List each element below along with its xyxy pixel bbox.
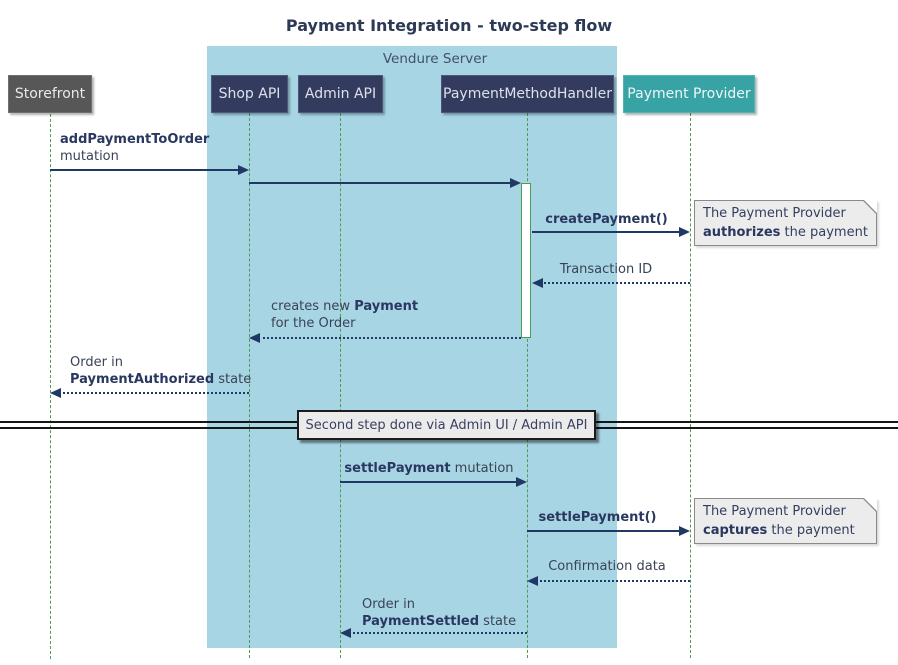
message-line-shop-to-handler bbox=[249, 182, 512, 184]
label-line: settlePayment mutation bbox=[340, 460, 518, 477]
label-text: Order in bbox=[70, 355, 123, 370]
vendure-server-frame bbox=[207, 46, 617, 648]
message-line-create-payment bbox=[532, 231, 681, 233]
label-line: Transaction ID bbox=[536, 261, 676, 278]
message-line-settle-call bbox=[527, 530, 681, 532]
lifeline-payment-provider bbox=[690, 113, 691, 658]
note-text: The Payment Provider bbox=[703, 504, 846, 519]
activation-bar bbox=[521, 183, 531, 338]
participant-label: Storefront bbox=[14, 86, 86, 102]
message-line-transaction-id bbox=[541, 282, 690, 284]
note-text: captures bbox=[703, 523, 768, 538]
arrowhead-icon bbox=[340, 628, 351, 638]
label-line: createPayment() bbox=[532, 211, 681, 228]
note-line: The Payment Provider bbox=[703, 502, 868, 521]
label-text: mutation bbox=[450, 461, 514, 476]
message-label-payment-settled: Order in PaymentSettled state bbox=[362, 596, 516, 630]
message-label-create-payment: createPayment() bbox=[532, 211, 681, 228]
note-fold-icon bbox=[863, 498, 877, 512]
label-line: for the Order bbox=[271, 315, 418, 332]
arrowhead-icon bbox=[527, 576, 538, 586]
participant-payment-method-handler: PaymentMethodHandler bbox=[441, 75, 614, 113]
message-label-settle-call: settlePayment() bbox=[520, 509, 675, 526]
lifeline-payment-method-handler bbox=[527, 113, 528, 658]
message-line-creates-payment bbox=[258, 337, 521, 339]
label-text: Confirmation data bbox=[548, 559, 666, 574]
label-text: mutation bbox=[60, 149, 119, 164]
note-authorize: The Payment Provider authorizes the paym… bbox=[694, 200, 877, 246]
arrowhead-icon bbox=[532, 278, 543, 288]
note-text: authorizes bbox=[703, 225, 781, 240]
message-line-confirmation bbox=[536, 580, 690, 582]
label-line: PaymentAuthorized state bbox=[70, 371, 251, 388]
note-line: The Payment Provider bbox=[703, 204, 868, 223]
label-text: PaymentAuthorized bbox=[70, 372, 215, 387]
label-line: PaymentSettled state bbox=[362, 613, 516, 630]
label-line: addPaymentToOrder bbox=[60, 131, 209, 148]
lifeline-admin-api bbox=[340, 113, 341, 658]
message-line-payment-authorized bbox=[59, 392, 249, 394]
divider-label-box: Second step done via Admin UI / Admin AP… bbox=[297, 410, 596, 440]
participant-label: Shop API bbox=[218, 86, 281, 102]
message-line-payment-settled bbox=[349, 632, 527, 634]
label-text: PaymentSettled bbox=[362, 614, 480, 629]
arrowhead-icon bbox=[50, 388, 61, 398]
message-label-creates-payment: creates new Payment for the Order bbox=[271, 298, 418, 332]
label-text: Payment bbox=[354, 299, 419, 314]
lifeline-shop-api bbox=[249, 113, 250, 658]
note-text: the payment bbox=[780, 225, 868, 240]
participant-label: Admin API bbox=[304, 86, 377, 102]
message-line-add-payment bbox=[50, 169, 240, 171]
participant-admin-api: Admin API bbox=[298, 75, 383, 113]
note-capture: The Payment Provider captures the paymen… bbox=[694, 498, 877, 544]
label-text: Order in bbox=[362, 597, 415, 612]
message-line-settle-mutation bbox=[340, 481, 518, 483]
note-text: the payment bbox=[767, 523, 855, 538]
arrowhead-icon bbox=[238, 165, 249, 175]
participant-label: Payment Provider bbox=[627, 86, 751, 102]
lifeline-storefront bbox=[50, 114, 51, 659]
label-line: settlePayment() bbox=[520, 509, 675, 526]
note-text: The Payment Provider bbox=[703, 206, 846, 221]
label-line: Order in bbox=[70, 354, 251, 371]
label-text: Transaction ID bbox=[559, 262, 653, 277]
diagram-title: Payment Integration - two-step flow bbox=[285, 16, 613, 35]
participant-shop-api: Shop API bbox=[211, 75, 288, 113]
label-line: Order in bbox=[362, 596, 516, 613]
label-text: settlePayment bbox=[344, 461, 451, 476]
label-text: creates new bbox=[271, 299, 355, 314]
label-text: addPaymentToOrder bbox=[60, 132, 210, 147]
message-label-settle-mutation: settlePayment mutation bbox=[340, 460, 518, 477]
participant-label: PaymentMethodHandler bbox=[443, 86, 612, 102]
note-line: authorizes the payment bbox=[703, 223, 868, 242]
frame-label: Vendure Server bbox=[382, 51, 488, 67]
divider-label: Second step done via Admin UI / Admin AP… bbox=[305, 417, 588, 433]
label-text: settlePayment() bbox=[538, 510, 657, 525]
label-text: state bbox=[214, 372, 252, 387]
message-label-payment-authorized: Order in PaymentAuthorized state bbox=[70, 354, 251, 388]
label-text: createPayment() bbox=[545, 212, 668, 227]
arrowhead-icon bbox=[516, 477, 527, 487]
participant-storefront: Storefront bbox=[8, 75, 92, 113]
label-text: state bbox=[479, 614, 517, 629]
arrowhead-icon bbox=[679, 526, 690, 536]
arrowhead-icon bbox=[249, 333, 260, 343]
label-line: creates new Payment bbox=[271, 298, 418, 315]
message-label-confirmation: Confirmation data bbox=[532, 558, 682, 575]
note-line: captures the payment bbox=[703, 521, 868, 540]
label-line: mutation bbox=[60, 148, 209, 165]
arrowhead-icon bbox=[679, 227, 690, 237]
arrowhead-icon bbox=[510, 178, 521, 188]
participant-payment-provider: Payment Provider bbox=[623, 75, 755, 113]
note-fold-icon bbox=[863, 200, 877, 214]
message-label-transaction-id: Transaction ID bbox=[536, 261, 676, 278]
label-line: Confirmation data bbox=[532, 558, 682, 575]
label-text: for the Order bbox=[271, 316, 356, 331]
message-label-add-payment: addPaymentToOrder mutation bbox=[60, 131, 209, 165]
